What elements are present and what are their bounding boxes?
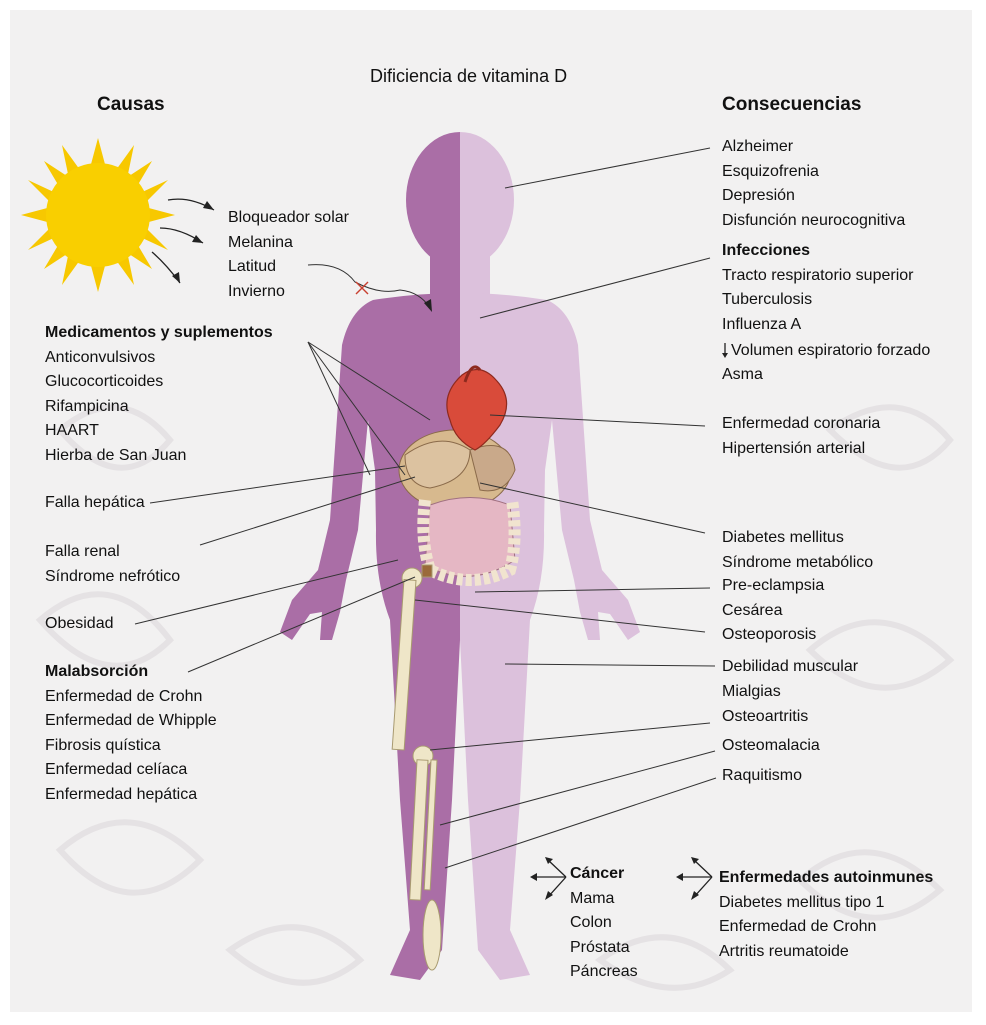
latitude-cross <box>356 282 368 294</box>
autoimmune-heading: Enfermedades autoinmunes <box>719 866 933 891</box>
list-item: Enfermedad de Crohn <box>45 685 217 710</box>
causes-heading: Causas <box>97 93 165 118</box>
obesity-label: Obesidad <box>45 612 114 637</box>
lung-consequence-1: Volumen espiratorio forzado <box>731 339 930 364</box>
osteoarthritis-label: Osteoartritis <box>722 705 808 730</box>
list-item: Pre-eclampsia <box>722 574 824 599</box>
lung-consequence-2: Asma <box>722 363 763 388</box>
list-item: Colon <box>570 911 638 936</box>
list-item: Debilidad muscular <box>722 655 858 680</box>
list-item: Alzheimer <box>722 135 905 160</box>
list-item: Depresión <box>722 184 905 209</box>
cancer-block: Cáncer Mama Colon Próstata Páncreas <box>570 862 638 985</box>
list-item: Mialgias <box>722 680 858 705</box>
osteomalacia-label: Osteomalacia <box>722 734 820 759</box>
list-item: Rifampicina <box>45 395 273 420</box>
list-item: Enfermedad hepática <box>45 783 217 808</box>
pregnancy-consequences: Pre-eclampsia Cesárea <box>722 574 824 623</box>
rickets-label: Raquitismo <box>722 764 802 789</box>
list-item: Disfunción neurocognitiva <box>722 209 905 234</box>
list-item: Fibrosis quística <box>45 734 217 759</box>
list-item: Diabetes mellitus tipo 1 <box>719 891 933 916</box>
list-item: Falla renal <box>45 540 180 565</box>
sun-icon <box>21 138 175 292</box>
brain-consequences: Alzheimer Esquizofrenia Depresión Disfun… <box>722 135 905 233</box>
list-item: Tracto respiratorio superior <box>722 264 913 289</box>
list-item: Melanina <box>228 231 349 256</box>
list-item: Enfermedad de Crohn <box>719 915 933 940</box>
list-item: Bloqueador solar <box>228 206 349 231</box>
list-item: Influenza A <box>722 313 913 338</box>
kidney-block: Falla renal Síndrome nefrótico <box>45 540 180 589</box>
list-item: Tuberculosis <box>722 288 913 313</box>
metabolic-consequences: Diabetes mellitus Síndrome metabólico <box>722 526 873 575</box>
list-item: Artritis reumatoide <box>719 940 933 965</box>
list-item: HAART <box>45 419 273 444</box>
malabsorption-heading: Malabsorción <box>45 660 217 685</box>
list-item: Hipertensión arterial <box>722 437 880 462</box>
list-item: Próstata <box>570 936 638 961</box>
list-item: Invierno <box>228 280 349 305</box>
list-item: Diabetes mellitus <box>722 526 873 551</box>
medications-heading: Medicamentos y suplementos <box>45 321 273 346</box>
list-item: Enfermedad celíaca <box>45 758 217 783</box>
list-item: Síndrome nefrótico <box>45 565 180 590</box>
list-item: Páncreas <box>570 960 638 985</box>
list-item: Cesárea <box>722 599 824 624</box>
diagram-title: Dificiencia de vitamina D <box>370 64 567 89</box>
autoimmune-block: Enfermedades autoinmunes Diabetes mellit… <box>719 866 933 964</box>
list-item: Latitud <box>228 255 349 280</box>
list-item: Anticonvulsivos <box>45 346 273 371</box>
infections-block: Infecciones Tracto respiratorio superior… <box>722 239 913 337</box>
liver-failure-label: Falla hepática <box>45 491 145 516</box>
list-item: Enfermedad de Whipple <box>45 709 217 734</box>
muscle-consequences: Debilidad muscular Mialgias <box>722 655 858 704</box>
osteoporosis-label: Osteoporosis <box>722 623 816 648</box>
list-item: Mama <box>570 887 638 912</box>
list-item: Esquizofrenia <box>722 160 905 185</box>
medications-block: Medicamentos y suplementos Anticonvulsiv… <box>45 321 273 468</box>
list-item: Hierba de San Juan <box>45 444 273 469</box>
list-item: Enfermedad coronaria <box>722 412 880 437</box>
cancer-heading: Cáncer <box>570 862 638 887</box>
infections-heading: Infecciones <box>722 239 913 264</box>
malabsorption-block: Malabsorción Enfermedad de Crohn Enferme… <box>45 660 217 807</box>
list-item: Glucocorticoides <box>45 370 273 395</box>
list-item: Síndrome metabólico <box>722 551 873 576</box>
heart-consequences: Enfermedad coronaria Hipertensión arteri… <box>722 412 880 461</box>
down-arrow-icon <box>722 343 728 358</box>
sun-factors-list: Bloqueador solar Melanina Latitud Invier… <box>228 206 349 304</box>
consequences-heading: Consecuencias <box>722 93 861 118</box>
